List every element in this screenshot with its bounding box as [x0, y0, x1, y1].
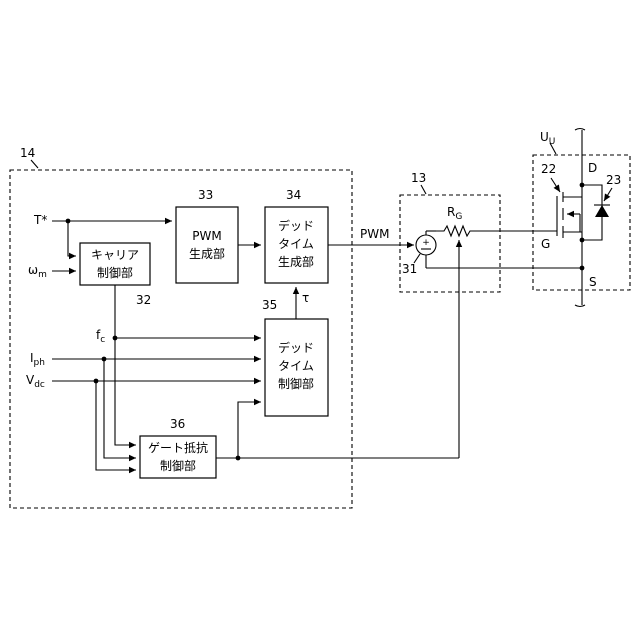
rail-break-bottom [575, 305, 585, 307]
iph-label: Iph [30, 351, 45, 368]
pwm-ref: 33 [198, 188, 213, 202]
deadctrl-label-3: 制御部 [278, 376, 314, 391]
source-label: S [589, 275, 597, 289]
pwm-label-2: 生成部 [189, 246, 225, 261]
junction-dot [580, 266, 585, 271]
fc-to-gatectrl-wire [115, 338, 136, 445]
gatectrl-label-1: ゲート抵抗 [148, 440, 208, 455]
fet-leader [551, 178, 560, 192]
driver-ref: 13 [411, 171, 426, 185]
carrier-label-2: 制御部 [97, 265, 133, 280]
deadgen-label-3: 生成部 [278, 254, 314, 269]
gatectrl-ref: 36 [170, 417, 185, 431]
pwm-signal-label: PWM [360, 227, 389, 241]
fet-ref: 22 [541, 162, 556, 176]
diode-symbol [595, 205, 609, 217]
deadgen-label-2: タイム [278, 237, 314, 251]
deadgen-label-1: デッド [278, 218, 314, 233]
plus-sign: + [422, 238, 430, 248]
deadgen-ref: 34 [286, 188, 301, 202]
controller-leader [31, 160, 38, 168]
gatectrl-label-2: 制御部 [160, 458, 196, 473]
tau-label: τ [302, 291, 309, 305]
fc-label: fc [96, 328, 105, 345]
driver-leader [421, 185, 426, 194]
controller-ref: 14 [20, 146, 35, 160]
gatectrl-to-deadctrl-wire [238, 402, 261, 458]
diode-leader [604, 188, 612, 201]
gate-resistor [436, 226, 477, 236]
gate-label: G [541, 237, 550, 251]
iph-to-gatectrl-wire [104, 359, 136, 458]
drain-label: D [588, 161, 597, 175]
junction-dot [580, 238, 585, 243]
rg-label: RG [447, 205, 462, 222]
pwm-label-1: PWM [192, 229, 221, 243]
deadctrl-label-2: タイム [278, 359, 314, 373]
diode-ref: 23 [606, 173, 621, 187]
vdc-label: Vdc [26, 373, 45, 390]
deadctrl-label-1: デッド [278, 340, 314, 355]
omega-label: ωm [28, 263, 47, 280]
rail-break-top [575, 129, 585, 131]
vdc-to-gatectrl-wire [96, 381, 136, 470]
node-ref: 31 [402, 262, 417, 276]
torque-label: T* [33, 213, 47, 227]
pwm-generator-block [176, 207, 238, 283]
switch-ref: UU [540, 130, 555, 147]
carrier-label-1: キャリア [91, 248, 139, 262]
carrier-ref: 32 [136, 293, 151, 307]
torque-to-carrier-wire [68, 221, 76, 256]
deadctrl-ref: 35 [262, 298, 277, 312]
